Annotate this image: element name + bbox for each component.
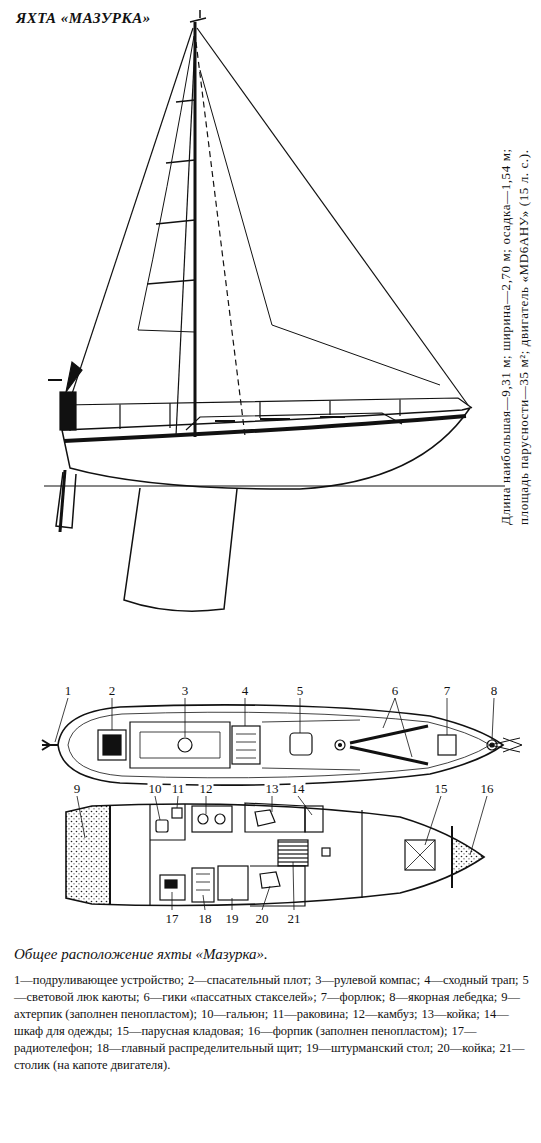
legend-item: 13—койка; [421, 1007, 479, 1021]
callout-number: 19 [225, 912, 240, 925]
legend-item: 3—рулевой компас; [315, 973, 420, 987]
legend-text: 1—подруливающее устройство; 2—спасательны… [14, 972, 529, 1074]
legend-item: 12—камбуз; [353, 1007, 418, 1021]
callout-number: 20 [255, 912, 270, 925]
callout-number: 8 [490, 684, 499, 697]
callout-number: 12 [199, 782, 214, 795]
legend-item: 20—койка; [437, 1041, 495, 1055]
callout-number: 14 [291, 782, 306, 795]
callout-number: 21 [287, 912, 302, 925]
caption: Общее расположение яхты «Мазурка». [14, 946, 268, 963]
legend-item: 11—раковина; [272, 1007, 348, 1021]
callout-number: 13 [265, 782, 280, 795]
spec-block: Длина наибольшая—9,31 м; ширина—2,70 м; … [497, 15, 533, 525]
legend-item: 6—гики «пассатных стакселей»; [144, 990, 317, 1004]
callout-number: 2 [108, 684, 117, 697]
callout-number: 7 [443, 684, 452, 697]
legend-item: 15—парусная кладовая; [116, 1024, 243, 1038]
callout-number: 5 [296, 684, 305, 697]
spec-line: Длина наибольшая—9,31 м; ширина—2,70 м; … [497, 15, 515, 525]
interior-plan [60, 796, 492, 910]
legend-item: 8—якорная лебедка; [389, 990, 497, 1004]
legend-item: 18—главный распределительный щит; [96, 1041, 302, 1055]
title: ЯХТА «МАЗУРКА» [16, 10, 151, 27]
callout-number: 9 [73, 782, 82, 795]
callout-number: 17 [165, 912, 180, 925]
callout-number: 11 [171, 782, 186, 795]
legend-item: 4—сходный трап; [424, 973, 518, 987]
legend-item: 2—спасательный плот; [188, 973, 311, 987]
callout-number: 10 [148, 782, 163, 795]
spec-line: площадь парусности—35 м²; двигатель «MD6… [515, 15, 533, 525]
callout-number: 4 [241, 684, 250, 697]
callout-number: 18 [198, 912, 213, 925]
callout-number: 1 [64, 684, 73, 697]
legend-item: 1—подруливающее устройство; [14, 973, 184, 987]
callout-number: 15 [434, 782, 449, 795]
callout-number: 16 [480, 782, 495, 795]
side-view [44, 10, 505, 611]
callout-number: 6 [391, 684, 400, 697]
deck-plan [42, 698, 522, 785]
legend-item: 16—форпик (заполнен пенопластом); [248, 1024, 448, 1038]
legend-item: 7—форлюк; [321, 990, 385, 1004]
legend-item: 10—гальюн; [201, 1007, 268, 1021]
legend-item: 19—штурманский стол; [306, 1041, 433, 1055]
callout-number: 3 [181, 684, 190, 697]
